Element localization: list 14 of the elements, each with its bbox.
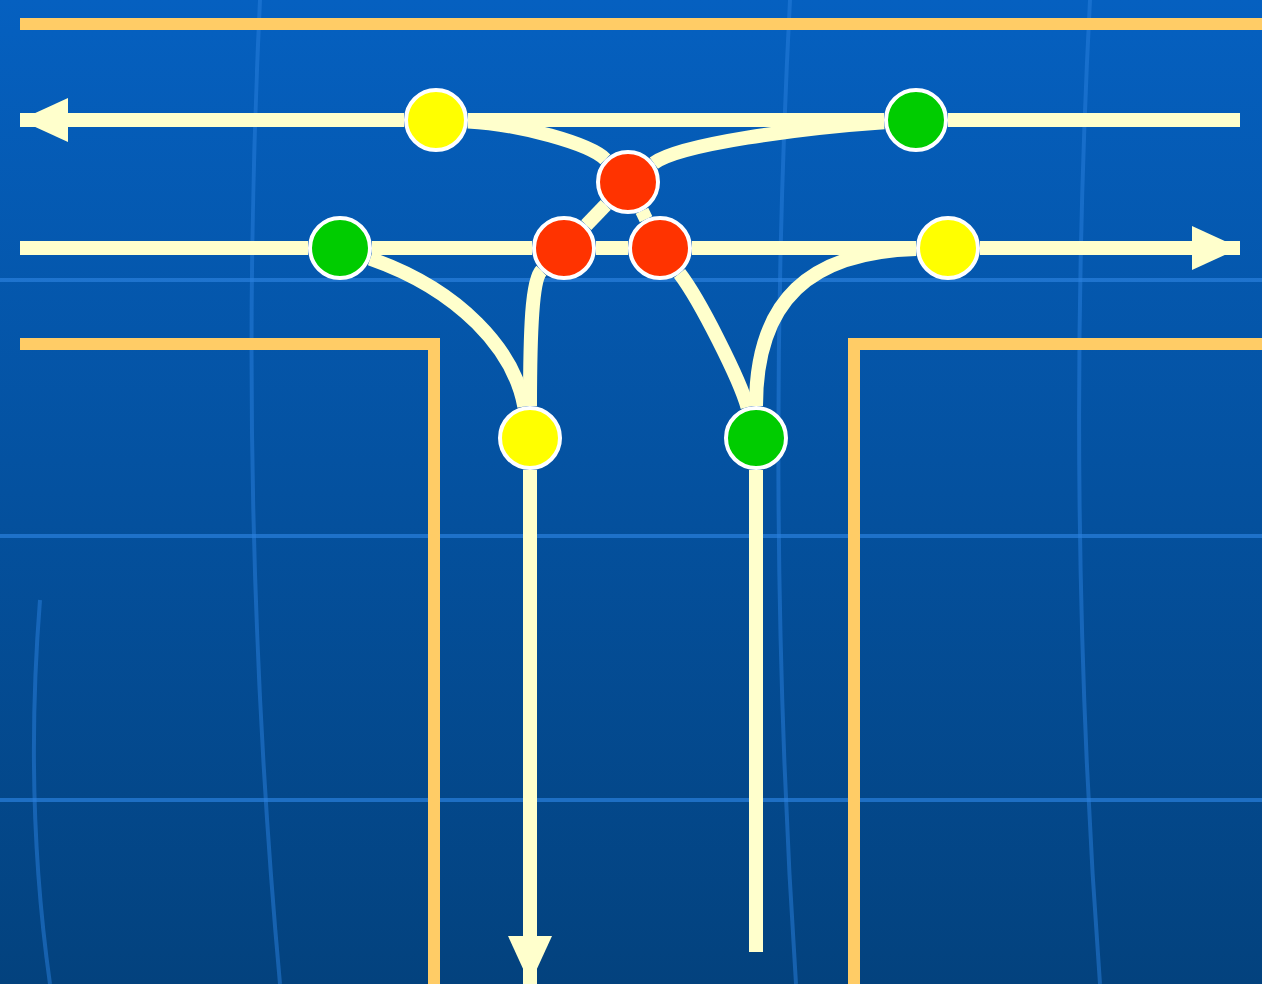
vehicle-path-line	[692, 241, 916, 255]
vehicle-path-line	[581, 200, 611, 230]
vehicle-path-line	[635, 207, 653, 223]
vehicle-path-line	[468, 113, 884, 127]
vehicle-path-arrow	[20, 98, 404, 142]
vehicle-path-line	[372, 241, 532, 255]
vehicle-path-line	[523, 266, 548, 407]
vehicle-path-line	[596, 241, 628, 255]
vehicle-path-arrow	[980, 226, 1240, 270]
vehicle-path-line	[948, 113, 1240, 127]
vehicle-path-line	[749, 470, 763, 952]
vehicle-path-line	[20, 241, 308, 255]
vehicle-path-line	[673, 269, 755, 410]
vehicle-path-arrow	[508, 470, 552, 984]
